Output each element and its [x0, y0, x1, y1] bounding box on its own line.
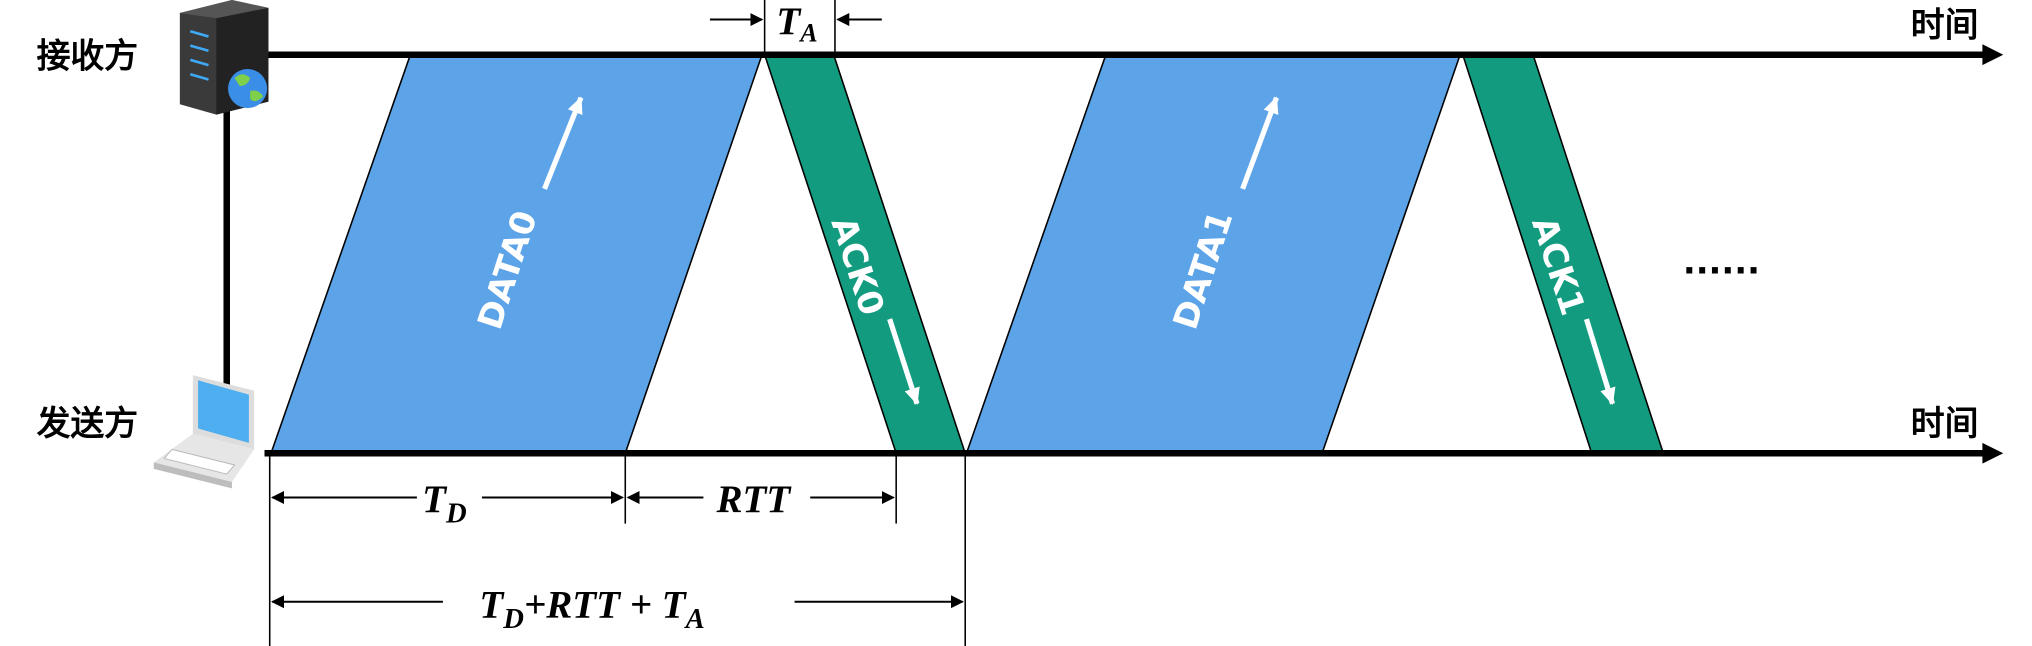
data0-arrow: [542, 96, 584, 190]
ellipsis: ......: [1683, 243, 1760, 282]
ta-annotation: TA: [709, 0, 882, 55]
laptop-icon: [153, 375, 255, 489]
server-icon: [179, 0, 269, 115]
time-label-bottom: 时间: [1911, 404, 1979, 443]
time-label-top: 时间: [1911, 5, 1979, 44]
ack1-arrow: [1583, 318, 1616, 405]
svg-text:TA: TA: [776, 0, 817, 48]
rtt-label: RTT: [715, 478, 792, 521]
sender-label: 发送方: [37, 404, 139, 443]
ta-subscript: A: [798, 19, 817, 48]
arrowhead-icon: [1982, 442, 2004, 464]
td-label: TD: [422, 478, 467, 529]
ack0-arrow: [887, 318, 920, 405]
arrowhead-icon: [1982, 44, 2004, 66]
ta-label: T: [776, 0, 802, 43]
receiver-label: 接收方: [37, 37, 139, 76]
total-time-label: TD+RTT + TA: [479, 583, 704, 634]
interval-annotations: [268, 453, 966, 646]
data1-arrow: [1240, 96, 1279, 190]
